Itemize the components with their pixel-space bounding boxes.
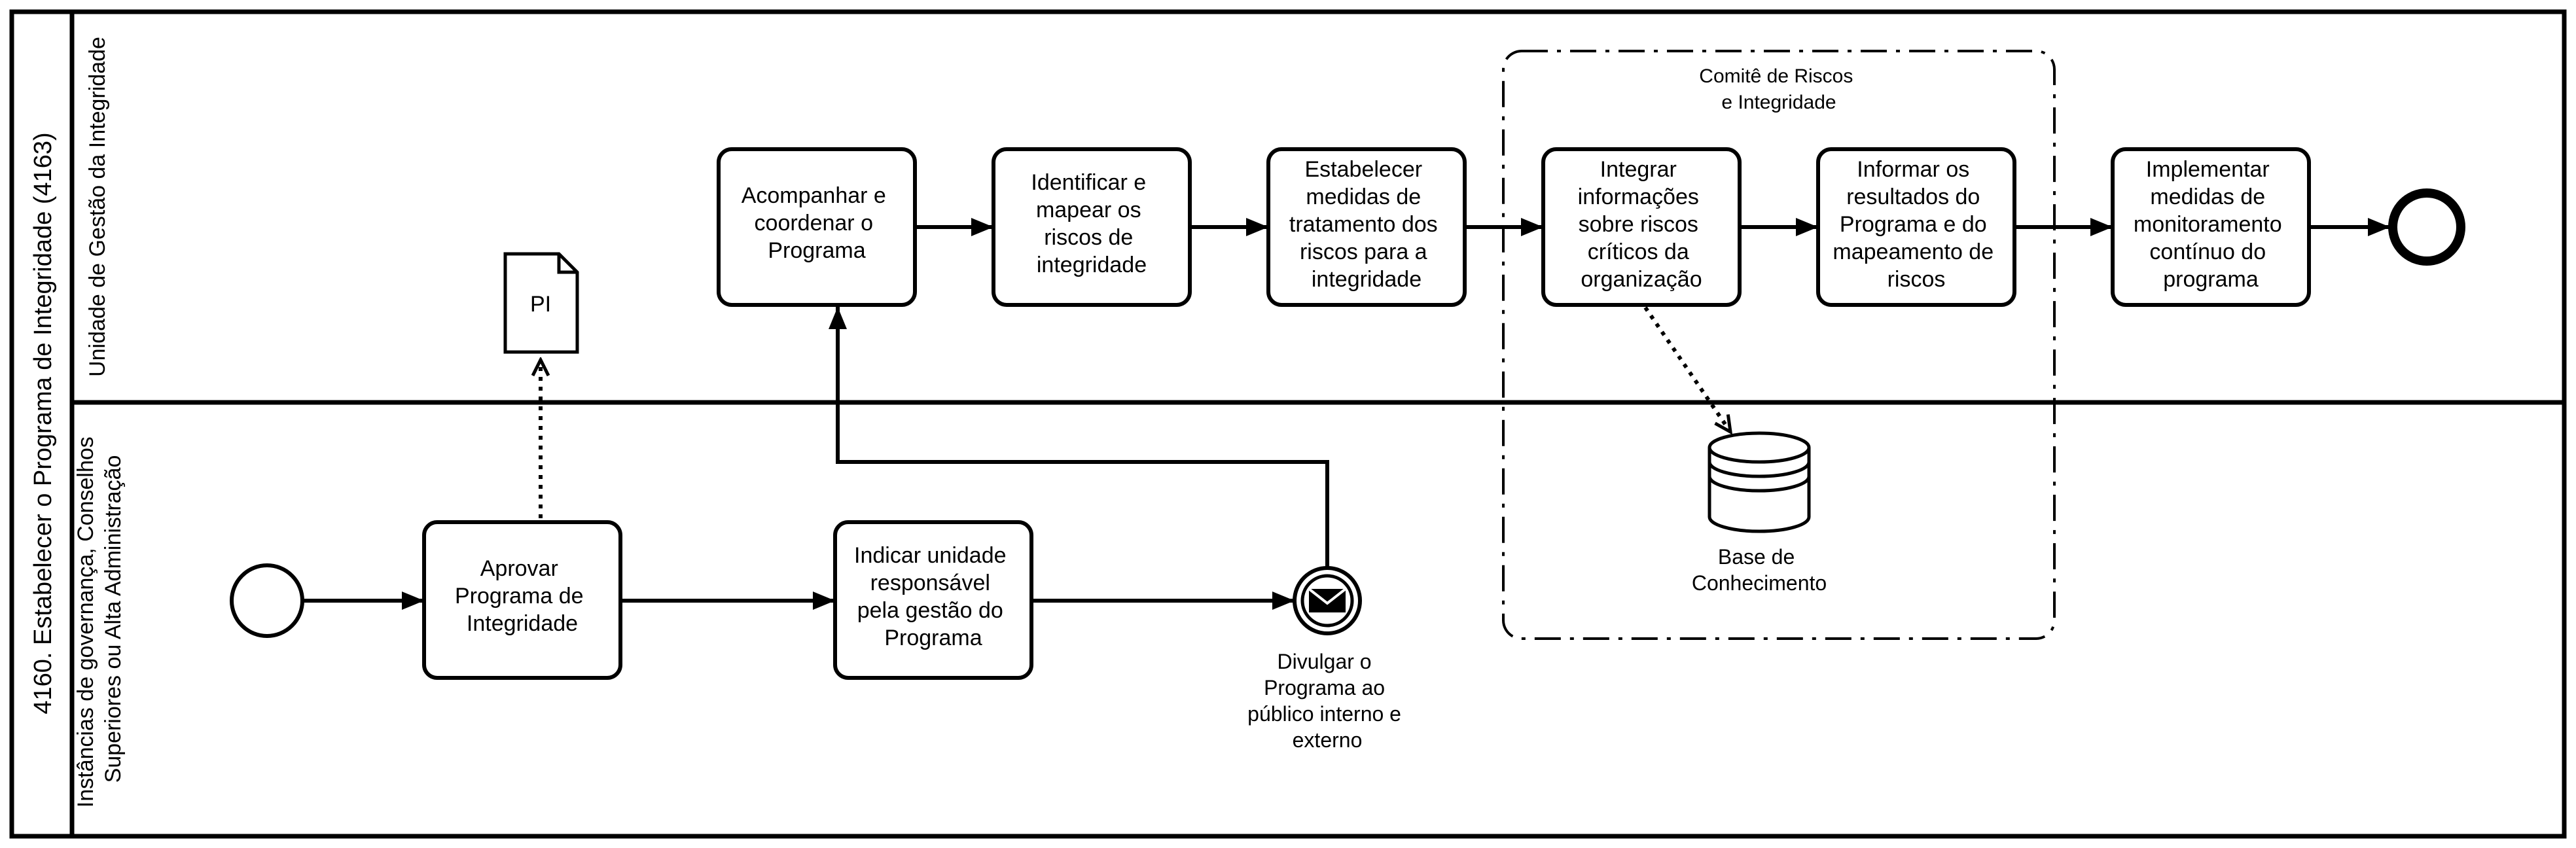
task-label-line: resultados do [1846,185,1980,209]
lane-label-line: Instâncias de governança, Conselhos [73,436,98,807]
task-label-line: tratamento dos [1289,212,1438,237]
end-event [2388,188,2465,266]
task-estabelecer: Estabelecer medidas de tratamento dos ri… [1266,147,1467,307]
task-label-line: contínuo do [2149,239,2266,264]
task-implementar: Implementar medidas de monitoramento con… [2111,147,2311,307]
lane-label-top: Unidade de Gestão da Integridade [85,37,110,377]
task-label: Indicar unidade responsável pela gestão … [854,543,1012,650]
task-label: Estabelecer medidas de tratamento dos ri… [1289,157,1444,292]
database-top [1708,431,1811,464]
lane-label-line: Superiores ou Alta Administração [101,455,126,783]
task-label-line: Programa e do [1840,212,1987,237]
task-label-line: mapeamento de [1833,239,1994,264]
task-informar: Informar os resultados do Programa e do … [1816,147,2016,307]
task-label-line: coordenar o [755,211,873,236]
task-label-line: riscos de [1044,225,1133,250]
task-label-line: Aprovar [480,556,558,581]
start-event [230,563,304,638]
task-label-line: mapear os [1036,198,1141,222]
data-store-base [1708,431,1811,533]
task-label-line: riscos para a [1300,239,1427,264]
task-label: Informar os resultados do Programa e do … [1833,157,1999,292]
message-event-label-line: Programa ao [1264,676,1385,699]
task-label-line: informações [1578,185,1699,209]
task-label: Aprovar Programa de Integridade [455,556,590,636]
message-event [1293,566,1362,635]
message-event-label-line: Divulgar o [1278,650,1372,673]
task-label-line: riscos [1887,267,1946,292]
group-comite [1502,50,2056,640]
task-label: Identificar e mapear os riscos de integr… [1031,170,1152,277]
task-label-line: integridade [1037,253,1147,277]
task-label-line: críticos da [1588,239,1689,264]
task-label-line: Integrar [1600,157,1677,182]
task-label-line: Acompanhar e [742,183,886,208]
task-label: Integrar informações sobre riscos crític… [1578,157,1706,292]
task-label-line: Identificar e [1031,170,1146,195]
data-store-label-line: Conhecimento [1692,571,1827,595]
data-store-label-line: Base de [1718,545,1795,569]
lane-label-bottom: Instâncias de governança, Conselhos Supe… [73,431,126,807]
group-label-line: e Integridade [1721,92,1836,113]
task-label-line: pela gestão do [857,598,1003,623]
task-label-line: Informar os [1857,157,1969,182]
task-label-line: monitoramento [2134,212,2282,237]
task-aprovar: Aprovar Programa de Integridade [422,520,622,680]
envelope-icon [1308,588,1347,612]
task-label-line: organização [1581,267,1702,292]
task-label-line: Programa [884,626,982,650]
pool [9,9,2567,839]
message-event-label: Divulgar o Programa ao público interno e… [1247,650,1407,752]
task-label-line: Implementar [2146,157,2270,182]
message-event-label-line: público interno e [1247,702,1401,726]
task-label-line: Programa [768,238,865,263]
task-indicar: Indicar unidade responsável pela gestão … [833,520,1033,680]
task-label-line: Indicar unidade [854,543,1007,568]
task-integrar: Integrar informações sobre riscos crític… [1541,147,1742,307]
document-fold [557,254,577,274]
flow-message-to-acompanhar [829,307,1329,568]
group-label: Comitê de Riscos e Integridade [1699,65,1858,113]
task-label-line: Programa de [455,584,584,609]
data-object-label: PI [530,292,551,317]
task-acompanhar: Acompanhar e coordenar o Programa [717,147,917,307]
task-label-line: medidas de [1306,185,1421,209]
task-label: Acompanhar e coordenar o Programa [742,183,893,263]
data-store-label: Base de Conhecimento [1692,545,1827,595]
task-label-line: programa [2163,267,2259,292]
task-label-line: Estabelecer [1305,157,1423,182]
message-event-label-line: externo [1293,728,1363,752]
document-icon [503,252,579,354]
task-label-line: responsável [870,571,990,595]
task-label-line: integridade [1312,267,1422,292]
lane-label-line: Unidade de Gestão da Integridade [85,37,110,377]
assoc-integrar-to-base [1643,306,1730,432]
task-label-line: sobre riscos [1579,212,1698,237]
task-identificar: Identificar e mapear os riscos de integr… [992,147,1192,307]
task-label-line: medidas de [2150,185,2265,209]
pool-label: 4160. Estabelecer o Programa de Integrid… [29,132,57,714]
group-label-line: Comitê de Riscos [1699,65,1853,87]
task-label-line: Integridade [467,611,578,636]
data-object-pi: PI [503,252,579,354]
task-label: Implementar medidas de monitoramento con… [2134,157,2288,292]
